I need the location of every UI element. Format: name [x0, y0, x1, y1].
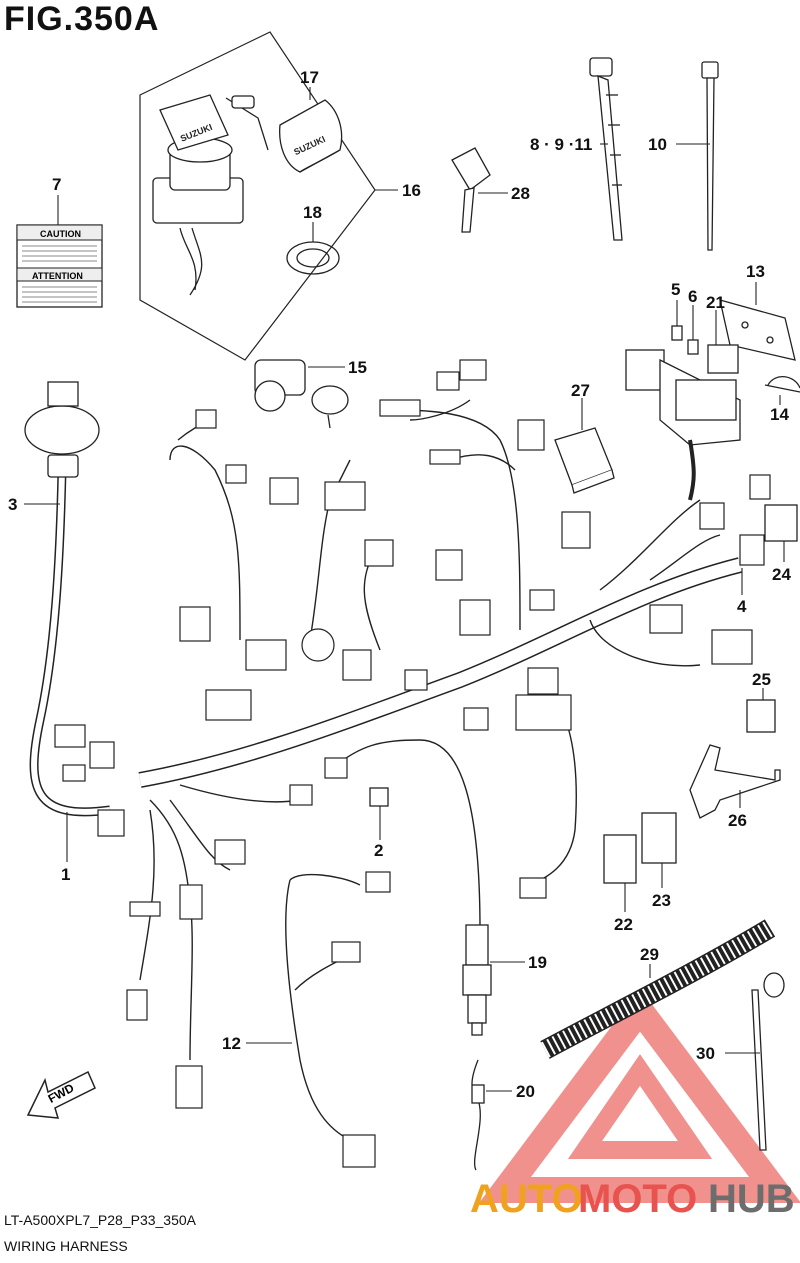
cable-tie-small-icon	[701, 61, 719, 251]
callout-27: 27	[571, 381, 590, 400]
callout-12: 12	[222, 1034, 241, 1053]
clamp-14-icon	[764, 376, 800, 393]
relay-bracket-icon	[719, 299, 796, 361]
ignition-key-icon	[451, 147, 491, 233]
harness-branch-wires	[139, 399, 721, 1061]
callout-18: 18	[303, 203, 322, 222]
callout-5: 5	[671, 280, 680, 299]
callout-7: 7	[52, 175, 61, 194]
callout-22: 22	[614, 915, 633, 934]
callout-10: 10	[648, 135, 667, 154]
connector-23-icon	[641, 812, 677, 864]
connector-25-icon	[746, 699, 776, 733]
connector-2-icon	[369, 787, 389, 807]
harness-connectors	[54, 359, 771, 1168]
fuse-5-icon	[671, 325, 683, 341]
watermark-auto: AUTO	[470, 1177, 583, 1221]
callout-24: 24	[772, 565, 791, 584]
connector-24-icon	[764, 504, 798, 542]
section-name: WIRING HARNESS	[4, 1238, 128, 1254]
sub-harness-12	[285, 873, 361, 1141]
oxygen-sensor-icon	[462, 924, 492, 1036]
callout-16: 16	[402, 181, 421, 200]
callout-numbers: 1 2 3 4 5 6 7 8 · 9 ·11 10 12 13 14 15 1…	[8, 68, 791, 1101]
callout-2: 2	[374, 841, 383, 860]
callout-25: 25	[752, 670, 771, 689]
leader-lines	[24, 87, 785, 1092]
callout-3: 3	[8, 495, 17, 514]
callout-8-9-11: 8 · 9 ·11	[530, 135, 592, 154]
relay-27-icon	[554, 427, 615, 494]
attention-text: ATTENTION	[32, 271, 83, 281]
watermark-moto: MOTO	[578, 1177, 697, 1221]
harness-trunk	[138, 557, 742, 788]
ignition-switch-icon	[152, 94, 269, 296]
callout-20: 20	[516, 1082, 535, 1101]
callout-1: 1	[61, 865, 70, 884]
model-code: LT-A500XPL7_P28_P33_350A	[4, 1212, 197, 1228]
caution-text: CAUTION	[40, 229, 81, 239]
callout-29: 29	[640, 945, 659, 964]
watermark-text: AUTO MOTO HUB	[470, 1177, 795, 1221]
watermark-hub: HUB	[708, 1177, 795, 1221]
main-harness-loop	[24, 381, 111, 817]
callout-23: 23	[652, 891, 671, 910]
callout-4: 4	[737, 597, 747, 616]
connector-22-icon	[603, 834, 637, 884]
bracket-26-icon	[689, 744, 781, 819]
corrugated-tube-icon	[540, 919, 776, 1059]
fuse-relay-box-icon	[625, 349, 741, 501]
ring-washer-icon	[286, 241, 340, 275]
callout-28: 28	[511, 184, 530, 203]
key-cap-icon: SUZUKI	[279, 99, 343, 173]
callout-17: 17	[300, 68, 319, 87]
callout-6: 6	[688, 287, 697, 306]
callout-26: 26	[728, 811, 747, 830]
watermark-triangle-icon	[479, 988, 800, 1203]
ignition-switch-group-outline	[139, 31, 376, 361]
cable-tie-30-icon	[751, 972, 785, 1151]
callout-19: 19	[528, 953, 547, 972]
callout-14: 14	[770, 405, 789, 424]
cable-tie-large-icon	[589, 57, 623, 241]
relay-21-icon	[707, 344, 739, 374]
caution-label-sticker	[16, 224, 103, 308]
spring-clip-icon	[471, 1059, 485, 1171]
watermark-logo	[479, 988, 800, 1203]
callout-30: 30	[696, 1044, 715, 1063]
fuse-6-icon	[687, 339, 699, 355]
callout-13: 13	[746, 262, 765, 281]
key-switch-15-icon	[254, 359, 349, 429]
fwd-arrow-icon	[26, 1070, 96, 1119]
figure-title: FIG.350A	[4, 0, 160, 38]
callout-15: 15	[348, 358, 367, 377]
callout-21: 21	[706, 293, 725, 312]
